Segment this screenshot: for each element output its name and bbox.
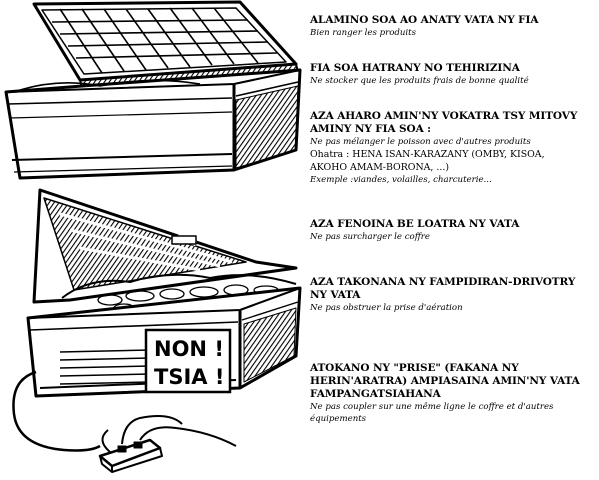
- instruction-5-french: Ne pas obstruer la prise d'aération: [310, 303, 463, 313]
- instruction-5: AZA TAKONANA NY FAMPIDIRAN-DRIVOTRY NY V…: [310, 276, 595, 314]
- instruction-3-example-line-2: AKOHO AMAM-BORONA, ...): [310, 162, 449, 173]
- instruction-6-heading-2: HERIN'ARATRA) AMPIASAINA AMIN'NY VATA: [310, 375, 580, 387]
- instruction-5-heading-2: NY VATA: [310, 289, 361, 301]
- instruction-3-example-line-1: Ohatra : HENA ISAN-KARAZANY (OMBY, KISOA…: [310, 149, 545, 160]
- instruction-2-french: Ne stocker que les produits frais de bon…: [310, 76, 529, 86]
- instruction-1: ALAMINO SOA AO ANATY VATA NY FIA Bien ra…: [310, 14, 595, 39]
- instruction-3-heading-2: AMINY NY FIA SOA :: [310, 123, 431, 135]
- instruction-6-french-2: équipements: [310, 414, 367, 424]
- no-stamp: NON ! TSIA !: [144, 328, 232, 394]
- instruction-6: ATOKANO NY "PRISE" (FAKANA NY HERIN'ARAT…: [310, 362, 595, 425]
- freezer-chest-bottom: [26, 188, 302, 398]
- instruction-4-heading: AZA FENOINA BE LOATRA NY VATA: [310, 218, 520, 230]
- instruction-3-example-french: Exemple :viandes, volailles, charcuterie…: [310, 175, 492, 185]
- instruction-5-heading-1: AZA TAKONANA NY FAMPIDIRAN-DRIVOTRY: [310, 276, 576, 288]
- instruction-3-french: Ne pas mélanger le poisson avec d'autres…: [310, 137, 531, 147]
- instruction-4: AZA FENOINA BE LOATRA NY VATA Ne pas sur…: [310, 218, 595, 243]
- instruction-4-french: Ne pas surcharger le coffre: [310, 232, 430, 242]
- instruction-6-french-1: Ne pas coupler sur une même ligne le cof…: [310, 402, 554, 412]
- stamp-line-1: NON !: [154, 337, 224, 361]
- instruction-3-heading-1: AZA AHARO AMIN'NY VOKATRA TSY MITOVY: [310, 110, 578, 122]
- instruction-2-heading: FIA SOA HATRANY NO TEHIRIZINA: [310, 62, 520, 74]
- instruction-2: FIA SOA HATRANY NO TEHIRIZINA Ne stocker…: [310, 62, 595, 87]
- instruction-1-heading: ALAMINO SOA AO ANATY VATA NY FIA: [310, 14, 539, 26]
- freezer-chest-top: [4, 0, 302, 180]
- instruction-3: AZA AHARO AMIN'NY VOKATRA TSY MITOVY AMI…: [310, 110, 595, 186]
- power-strip-icon: [12, 370, 237, 473]
- instruction-1-french: Bien ranger les produits: [310, 28, 417, 38]
- stamp-line-2: TSIA !: [154, 365, 224, 389]
- instruction-6-heading-3: FAMPANGATSIAHANA: [310, 388, 441, 400]
- freezer-illustration: NON ! TSIA !: [4, 0, 302, 473]
- instruction-6-heading-1: ATOKANO NY "PRISE" (FAKANA NY: [310, 362, 519, 374]
